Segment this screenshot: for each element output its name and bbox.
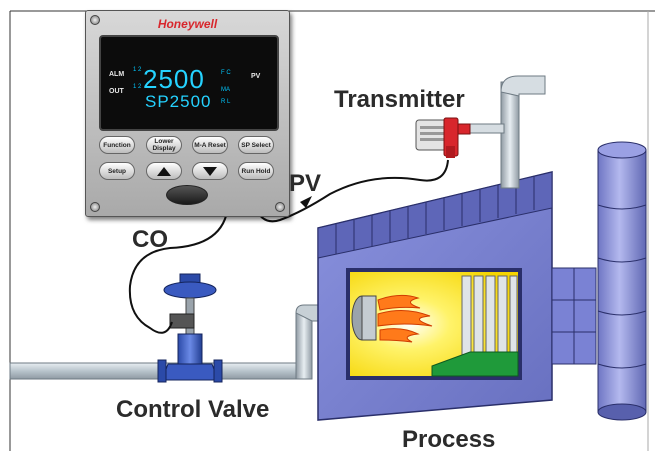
transmitter-label: Transmitter bbox=[334, 86, 465, 113]
process-controller: Honeywell ALM 1 2 OUT 1 2 2500 SP2500 F … bbox=[85, 10, 290, 217]
alm-channels: 1 2 bbox=[133, 67, 142, 73]
out-channels: 1 2 bbox=[133, 84, 142, 90]
pv-label: PV bbox=[289, 170, 322, 197]
lower-display-button[interactable]: Lower Display bbox=[146, 136, 182, 154]
signal-wires bbox=[128, 159, 449, 334]
controller-display: ALM 1 2 OUT 1 2 2500 SP2500 F C MA R L P… bbox=[99, 35, 279, 131]
sp-select-button[interactable]: SP Select bbox=[238, 136, 274, 154]
unit-indicator-bottom: R L bbox=[221, 99, 231, 105]
out-label: OUT bbox=[109, 88, 124, 95]
ma-reset-button[interactable]: M-A Reset bbox=[192, 136, 228, 154]
firebox bbox=[346, 268, 522, 380]
control-valve-label: Control Valve bbox=[116, 396, 270, 423]
process-label: Process bbox=[402, 426, 496, 453]
setup-button[interactable]: Setup bbox=[99, 162, 135, 180]
pv-readout: 2500 bbox=[143, 64, 205, 94]
function-button[interactable]: Function bbox=[99, 136, 135, 154]
stack bbox=[597, 141, 647, 421]
unit-indicator-mid: MA bbox=[221, 87, 230, 93]
pv-signal-wire bbox=[253, 159, 449, 223]
screw-icon bbox=[90, 202, 100, 212]
alm-label: ALM bbox=[109, 71, 125, 78]
screw-icon bbox=[90, 15, 100, 25]
co-label: CO bbox=[132, 226, 168, 253]
arrow-up-icon bbox=[157, 166, 171, 176]
controller-oval-button[interactable] bbox=[166, 185, 208, 205]
pv-tag: PV bbox=[251, 73, 261, 80]
transmitter-pipe bbox=[467, 75, 546, 189]
screw-icon bbox=[275, 202, 285, 212]
co-signal-wire bbox=[128, 205, 229, 334]
run-hold-button[interactable]: Run Hold bbox=[238, 162, 274, 180]
unit-indicator-top: F C bbox=[221, 70, 231, 76]
control-valve bbox=[157, 273, 223, 383]
decrement-button[interactable] bbox=[192, 162, 228, 180]
sp-readout: SP2500 bbox=[145, 92, 212, 111]
increment-button[interactable] bbox=[146, 162, 182, 180]
arrow-down-icon bbox=[203, 166, 217, 176]
brand-logo: Honeywell bbox=[157, 17, 218, 31]
transmitter bbox=[415, 117, 471, 158]
